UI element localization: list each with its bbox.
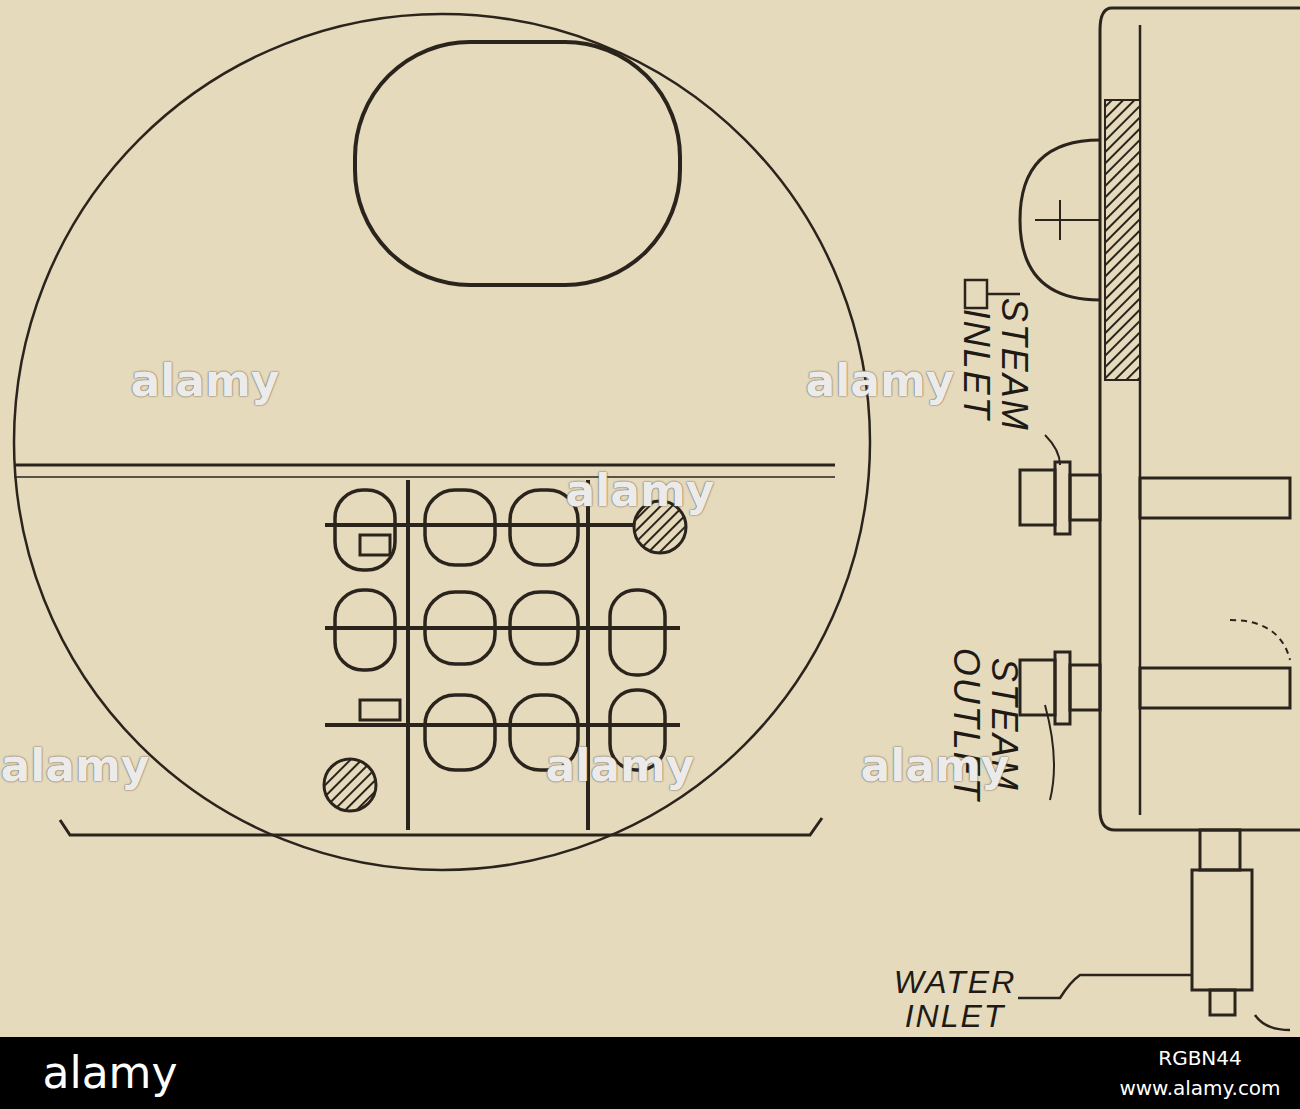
watermark: alamy: [835, 740, 1035, 791]
watermark-logo: alamy: [10, 1047, 210, 1098]
watermark: alamy: [0, 740, 155, 791]
watermark: alamy: [780, 355, 980, 406]
watermark: alamy: [105, 355, 305, 406]
watermark: alamy: [520, 740, 720, 791]
watermark-url: www.alamy.com: [1110, 1076, 1290, 1100]
callout-label: STEAM INLET: [957, 290, 1033, 440]
callout-label: WATER INLET: [890, 966, 1020, 1033]
stock-id: RGBN44: [1110, 1046, 1290, 1070]
watermark: alamy: [540, 465, 740, 516]
